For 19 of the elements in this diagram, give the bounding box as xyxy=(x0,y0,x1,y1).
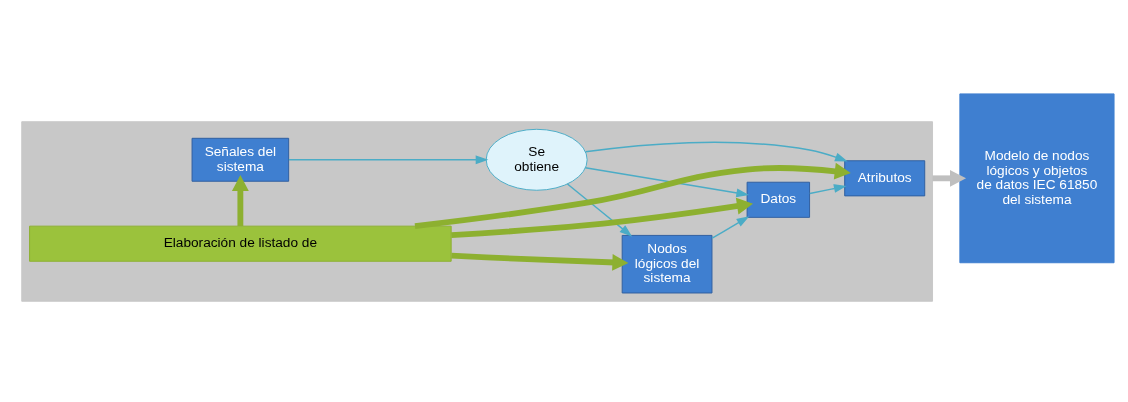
arrow xyxy=(288,154,489,164)
arrow xyxy=(584,166,750,197)
arrow xyxy=(451,197,753,238)
arrow xyxy=(231,174,249,226)
arrow xyxy=(809,183,847,194)
arrow xyxy=(566,182,633,237)
node-box: Señales del sistema xyxy=(191,137,290,182)
node-box: Nodos lógicos del sistema xyxy=(621,234,713,293)
node-ellipse: Se obtiene xyxy=(485,128,588,191)
node-box: Elaboración de listado de xyxy=(29,225,452,262)
node-box: Modelo de nodos lógicos y objetos de datos IEC 61850 del sistema xyxy=(959,92,1115,263)
node-box: Datos xyxy=(746,181,811,218)
arrow xyxy=(414,162,851,229)
arrow xyxy=(932,169,967,187)
cluster xyxy=(21,120,933,302)
arrow xyxy=(451,252,629,271)
arrow xyxy=(711,215,750,239)
arrow xyxy=(584,141,848,161)
node-box: Atributos xyxy=(844,159,926,196)
